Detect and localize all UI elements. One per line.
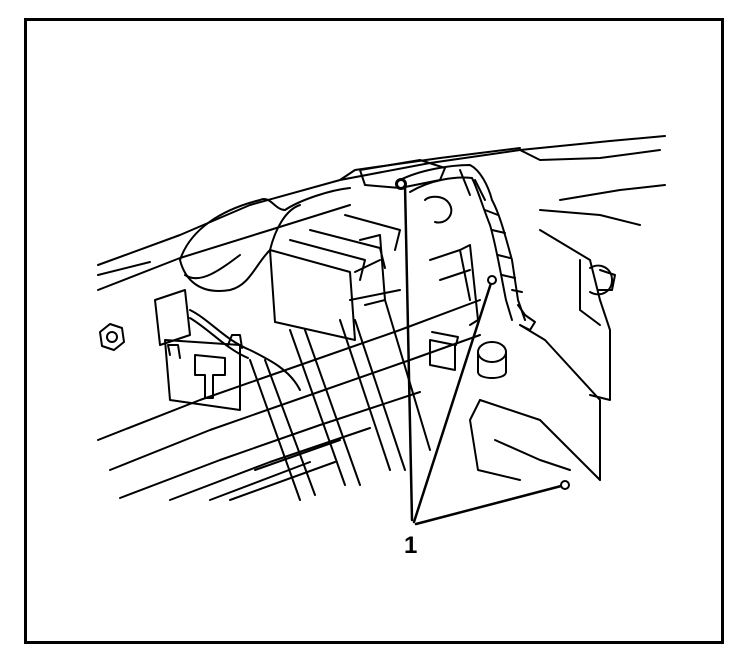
wiring-harness	[399, 164, 536, 331]
center-stud	[429, 331, 507, 379]
hex-bolt-left	[99, 323, 125, 351]
callout-number-label: 1	[404, 532, 418, 559]
insulation-wrap	[179, 187, 351, 292]
figure-frame	[24, 18, 724, 644]
electrical-connector	[154, 289, 301, 411]
callout-targets	[396, 179, 570, 490]
callout-leader-lines	[403, 183, 567, 526]
upper-panel-outline	[97, 135, 666, 291]
lower-panel-slats	[97, 299, 481, 501]
housing-ribs	[249, 299, 431, 501]
inner-guides	[349, 244, 479, 326]
blower-box	[269, 214, 401, 341]
right-air-inlet	[469, 229, 616, 481]
